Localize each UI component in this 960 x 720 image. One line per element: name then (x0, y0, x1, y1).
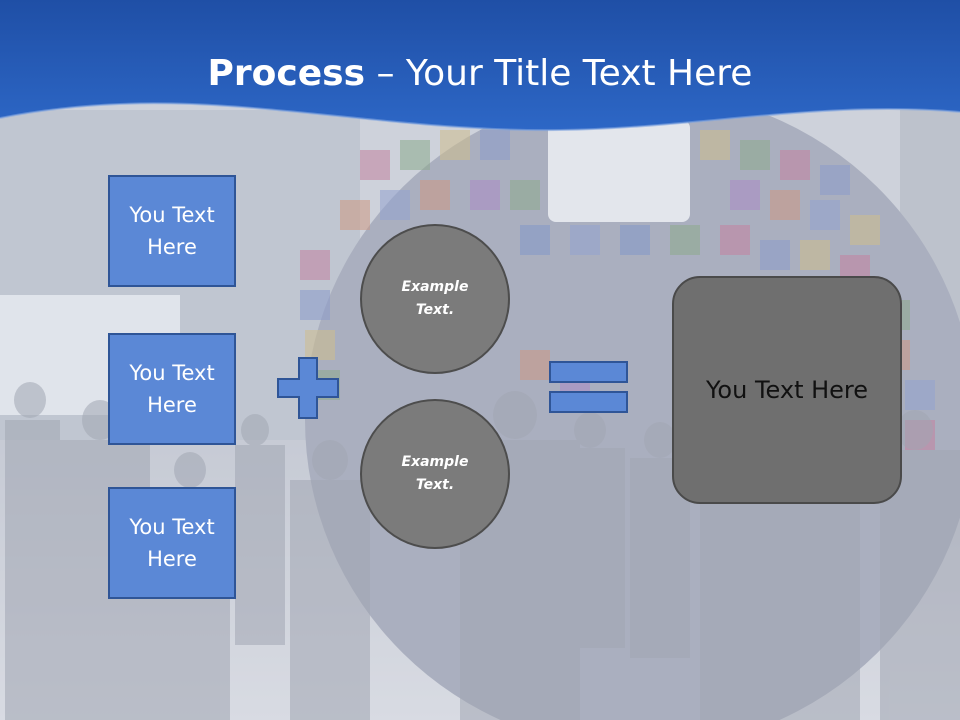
title-bold: Process (207, 53, 366, 94)
text-box-1[interactable]: You Text Here (108, 175, 236, 287)
title-rest: – Your Title Text Here (365, 53, 753, 94)
text-box-2[interactable]: You Text Here (108, 333, 236, 445)
example-circle-1-label: Example Text. (401, 279, 469, 318)
result-label: You Text Here (705, 376, 869, 404)
header-band (0, 0, 960, 132)
equals-icon (549, 361, 628, 413)
text-box-1-label: You Text Here (129, 203, 215, 259)
text-box-2-label: You Text Here (129, 361, 215, 417)
page-title: Process – Your Title Text Here (0, 52, 960, 96)
example-circle-2-label: Example Text. (401, 454, 469, 493)
example-circle-1[interactable]: Example Text. (360, 224, 510, 374)
plus-icon (277, 357, 339, 419)
text-box-3-label: You Text Here (129, 515, 215, 571)
text-box-3[interactable]: You Text Here (108, 487, 236, 599)
example-circle-2[interactable]: Example Text. (360, 399, 510, 549)
result-box[interactable]: You Text Here (672, 276, 902, 504)
